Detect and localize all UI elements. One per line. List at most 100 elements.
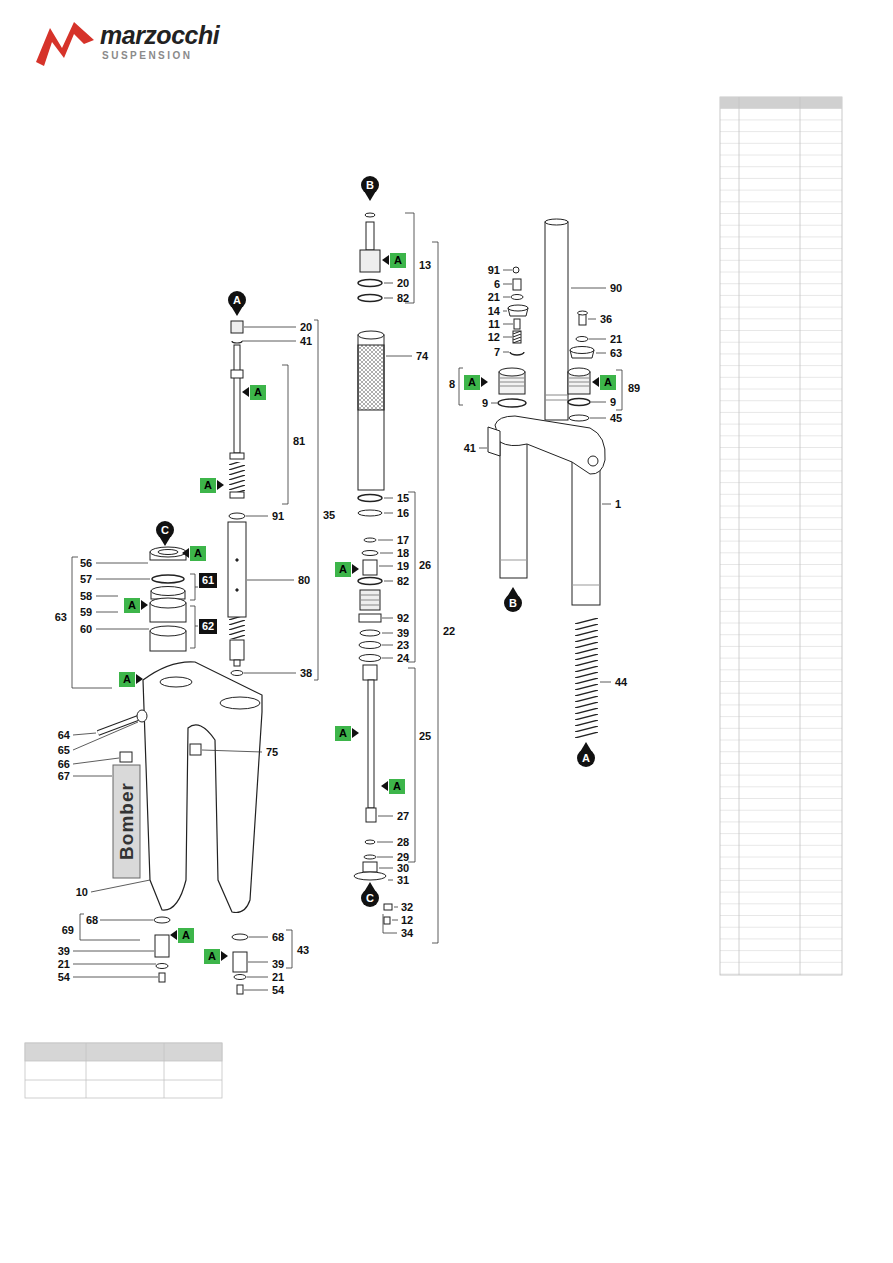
callout-number: 11 [488, 318, 500, 331]
callout-number: 30 [397, 862, 409, 875]
callout-number: 25 [419, 730, 431, 743]
callout-number: 59 [80, 606, 92, 619]
marker-letter: A [233, 294, 241, 307]
assembly-marker: A [190, 546, 206, 561]
callout-number: 9 [610, 396, 616, 409]
callout-number: 7 [494, 346, 500, 359]
ref-pin: B [361, 176, 379, 194]
callout-number: 43 [297, 944, 309, 957]
callout-number: 12 [488, 331, 500, 344]
callout-number: 67 [58, 770, 70, 783]
kit-marker: 62 [199, 619, 217, 634]
callout-number: 35 [323, 509, 335, 522]
assembly-marker: A [335, 562, 351, 577]
marker-letter: A [394, 254, 402, 266]
callout-number: 69 [62, 924, 74, 937]
marker-letter: A [582, 752, 590, 765]
assembly-marker: A [204, 949, 220, 964]
callout-number: 21 [610, 333, 622, 346]
marker-letter: A [339, 563, 347, 575]
callout-number: 68 [86, 914, 98, 927]
ref-pin: C [361, 889, 379, 907]
callout-number: 38 [300, 667, 312, 680]
callout-number: 24 [397, 652, 409, 665]
callout-number: 16 [397, 507, 409, 520]
ref-pin: A [577, 749, 595, 767]
callout-number: 64 [58, 729, 70, 742]
callout-number: 90 [610, 282, 622, 295]
ref-pin: A [228, 291, 246, 309]
logo-mark [36, 22, 94, 66]
callout-number: 39 [397, 627, 409, 640]
marker-letter: B [509, 597, 517, 610]
marker-letter: A [208, 950, 216, 962]
callout-number: 23 [397, 639, 409, 652]
assembly-marker: A [119, 672, 135, 687]
callout-number: 18 [397, 547, 409, 560]
callout-number: 45 [610, 412, 622, 425]
parts-table [720, 97, 842, 975]
callout-number: 13 [419, 259, 431, 272]
pin-tips [159, 191, 592, 892]
callout-number: 81 [293, 435, 305, 448]
callout-number: 22 [443, 625, 455, 638]
callout-number: 1 [615, 498, 621, 511]
assembly-marker: A [250, 385, 266, 400]
assembly-marker: A [389, 779, 405, 794]
callout-number: 60 [80, 623, 92, 636]
callout-number: 75 [266, 746, 278, 759]
marker-letter: A [204, 479, 212, 491]
callout-number: 20 [300, 321, 312, 334]
marker-letter: A [339, 727, 347, 739]
marker-letter: A [182, 929, 190, 941]
callout-number: 92 [397, 612, 409, 625]
brand-tagline: SUSPENSION [102, 50, 193, 62]
callout-number: 21 [272, 971, 284, 984]
info-table [25, 1043, 222, 1098]
callout-number: 82 [397, 292, 409, 305]
assembly-marker: A [124, 598, 140, 613]
callout-number: 12 [401, 914, 413, 927]
callout-number: 10 [76, 886, 88, 899]
marker-letter: A [123, 673, 131, 685]
ref-pin: B [504, 594, 522, 612]
assembly-marker: A [200, 478, 216, 493]
assembly-marker: A [178, 928, 194, 943]
callout-number: 54 [58, 971, 70, 984]
marker-letter: 61 [202, 574, 214, 586]
callout-number: 32 [401, 901, 413, 914]
assembly-marker: A [464, 375, 480, 390]
marker-letter: C [161, 524, 169, 537]
callout-number: 34 [401, 927, 413, 940]
marker-letter: A [254, 386, 262, 398]
a-pointers [136, 255, 599, 961]
callout-number: 63 [55, 611, 67, 624]
callout-number: 66 [58, 758, 70, 771]
callout-number: 65 [58, 744, 70, 757]
assembly-marker: A [335, 726, 351, 741]
marker-letter: B [366, 179, 374, 192]
callout-number: 8 [449, 378, 455, 391]
kit-marker: 61 [199, 573, 217, 588]
callout-number: 21 [488, 291, 500, 304]
callout-number: 63 [610, 347, 622, 360]
callout-number: 31 [397, 874, 409, 887]
marker-letter: 62 [202, 620, 214, 632]
callout-number: 15 [397, 492, 409, 505]
callout-number: 39 [272, 958, 284, 971]
callout-number: 19 [397, 560, 409, 573]
marker-letter: C [366, 892, 374, 905]
callout-number: 91 [272, 510, 284, 523]
callout-number: 89 [628, 382, 640, 395]
assembly-marker: A [600, 375, 616, 390]
callout-number: 9 [482, 397, 488, 410]
callout-number: 80 [298, 574, 310, 587]
callout-number: 6 [494, 278, 500, 291]
callout-number: 74 [416, 350, 428, 363]
callout-number: 56 [80, 557, 92, 570]
callout-number: 28 [397, 836, 409, 849]
callout-number: 82 [397, 575, 409, 588]
callout-number: 91 [488, 264, 500, 277]
callout-number: 20 [397, 277, 409, 290]
